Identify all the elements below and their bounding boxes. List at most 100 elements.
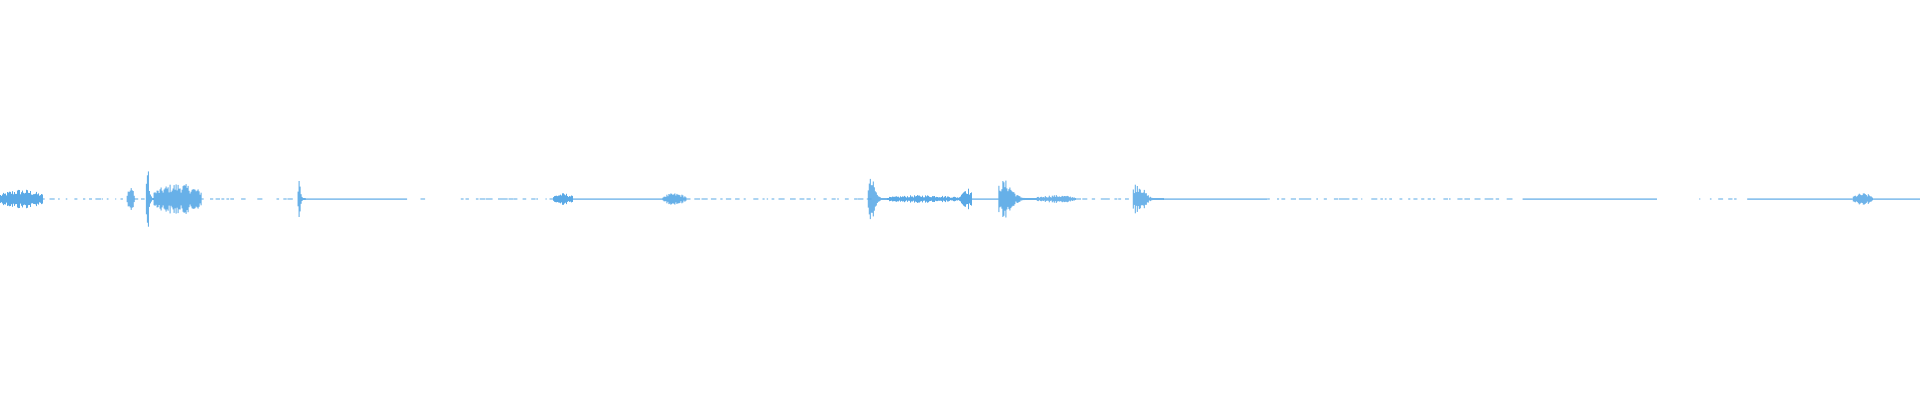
waveform-sample	[21, 192, 22, 206]
waveform-sample	[1277, 198, 1280, 200]
waveform-sample	[1082, 198, 1088, 200]
waveform-sample	[912, 196, 913, 202]
waveform-sample	[1136, 186, 1138, 212]
waveform-sample	[172, 188, 174, 210]
waveform-sample	[814, 198, 816, 200]
waveform-sample	[1003, 182, 1005, 216]
waveform-sample	[420, 198, 426, 200]
waveform-sample	[1057, 196, 1059, 202]
waveform-sample	[1018, 196, 1020, 202]
waveform-sample	[1028, 198, 1030, 200]
waveform-sample	[145, 183, 147, 215]
waveform-sample	[898, 196, 899, 202]
waveform-sample	[89, 198, 92, 200]
waveform-sample	[545, 198, 547, 200]
waveform-sample	[120, 198, 123, 200]
waveform-sample	[878, 196, 880, 202]
waveform-sample	[1143, 189, 1145, 209]
waveform-segment-line	[1163, 198, 1268, 200]
waveform-sample	[15, 193, 16, 205]
waveform-sample	[176, 190, 178, 208]
waveform-sample	[158, 193, 160, 205]
waveform-sample	[1163, 198, 1268, 200]
waveform-sample	[182, 186, 184, 212]
waveform-sample	[187, 185, 189, 213]
waveform-segment-dotted	[420, 198, 426, 200]
waveform-sample	[1162, 198, 1164, 200]
waveform-sample	[154, 192, 156, 206]
waveform-sample	[1522, 198, 1657, 200]
waveform-sample	[522, 198, 527, 200]
waveform-sample	[906, 197, 907, 201]
waveform-sample	[1010, 189, 1012, 209]
waveform-sample	[880, 198, 882, 200]
waveform-sample	[674, 193, 676, 205]
waveform-sample	[132, 191, 134, 208]
waveform-segment-dotted	[460, 198, 553, 200]
waveform-sample	[1035, 198, 1037, 200]
waveform-sample	[701, 198, 707, 200]
waveform-sample	[671, 193, 673, 204]
waveform-sample	[184, 185, 186, 213]
waveform-sample	[485, 198, 492, 200]
waveform-sample	[678, 194, 680, 204]
waveform-segment-dotted	[134, 198, 145, 200]
waveform-segment-line	[305, 198, 408, 200]
waveform-sample	[884, 198, 886, 200]
waveform-sample	[555, 195, 556, 203]
waveform-sample	[946, 197, 947, 201]
waveform-sample	[673, 194, 675, 204]
waveform-sample	[2, 194, 3, 204]
waveform-sample	[1399, 198, 1403, 200]
waveform-sample	[1040, 196, 1042, 202]
waveform-sample	[875, 192, 877, 206]
waveform-sample	[1281, 198, 1286, 200]
waveform-sample	[1141, 192, 1143, 206]
waveform-sample	[1006, 188, 1008, 210]
waveform-sample	[931, 197, 932, 201]
waveform-sample	[933, 196, 934, 202]
waveform-sample	[968, 188, 969, 210]
waveform-sample	[1361, 198, 1363, 200]
waveform-sample	[867, 190, 869, 208]
waveform-sample	[1338, 198, 1344, 200]
waveform-sample	[1333, 198, 1338, 200]
waveform-sample	[1033, 198, 1035, 200]
waveform-sample	[1036, 197, 1038, 201]
waveform-sample	[666, 194, 668, 204]
waveform-sample	[1862, 193, 1864, 205]
waveform-sample	[778, 198, 782, 200]
waveform-sample	[1072, 197, 1074, 201]
waveform-sample	[558, 195, 559, 203]
waveform-sample	[465, 198, 469, 200]
waveform-segment-dotted	[42, 198, 123, 200]
waveform-sample	[1154, 198, 1156, 200]
waveform-sample	[924, 197, 925, 201]
waveform-sample	[129, 190, 131, 208]
waveform-sample	[1032, 198, 1034, 200]
waveform-sample	[167, 187, 169, 211]
waveform-sample	[40, 195, 41, 203]
waveform-sample	[197, 189, 199, 209]
waveform-sample	[771, 198, 775, 200]
waveform-sample	[894, 196, 895, 202]
waveform-sample	[1709, 198, 1712, 200]
waveform-sample	[1016, 195, 1018, 203]
waveform-segment-burst	[553, 193, 573, 205]
waveform-sample	[753, 198, 759, 200]
waveform-sample	[159, 189, 161, 209]
waveform-sample	[1055, 195, 1057, 203]
waveform-sample	[1069, 196, 1071, 202]
waveform-sample	[939, 197, 940, 201]
waveform-sample	[298, 181, 300, 217]
waveform-sample	[1858, 193, 1860, 205]
waveform-sample	[49, 198, 55, 200]
waveform-sample	[536, 198, 538, 200]
waveform-sample	[19, 190, 20, 208]
waveform-sample	[669, 194, 671, 204]
waveform-sample	[34, 194, 35, 204]
waveform-sample	[1001, 189, 1003, 209]
waveform-sample	[766, 198, 769, 200]
